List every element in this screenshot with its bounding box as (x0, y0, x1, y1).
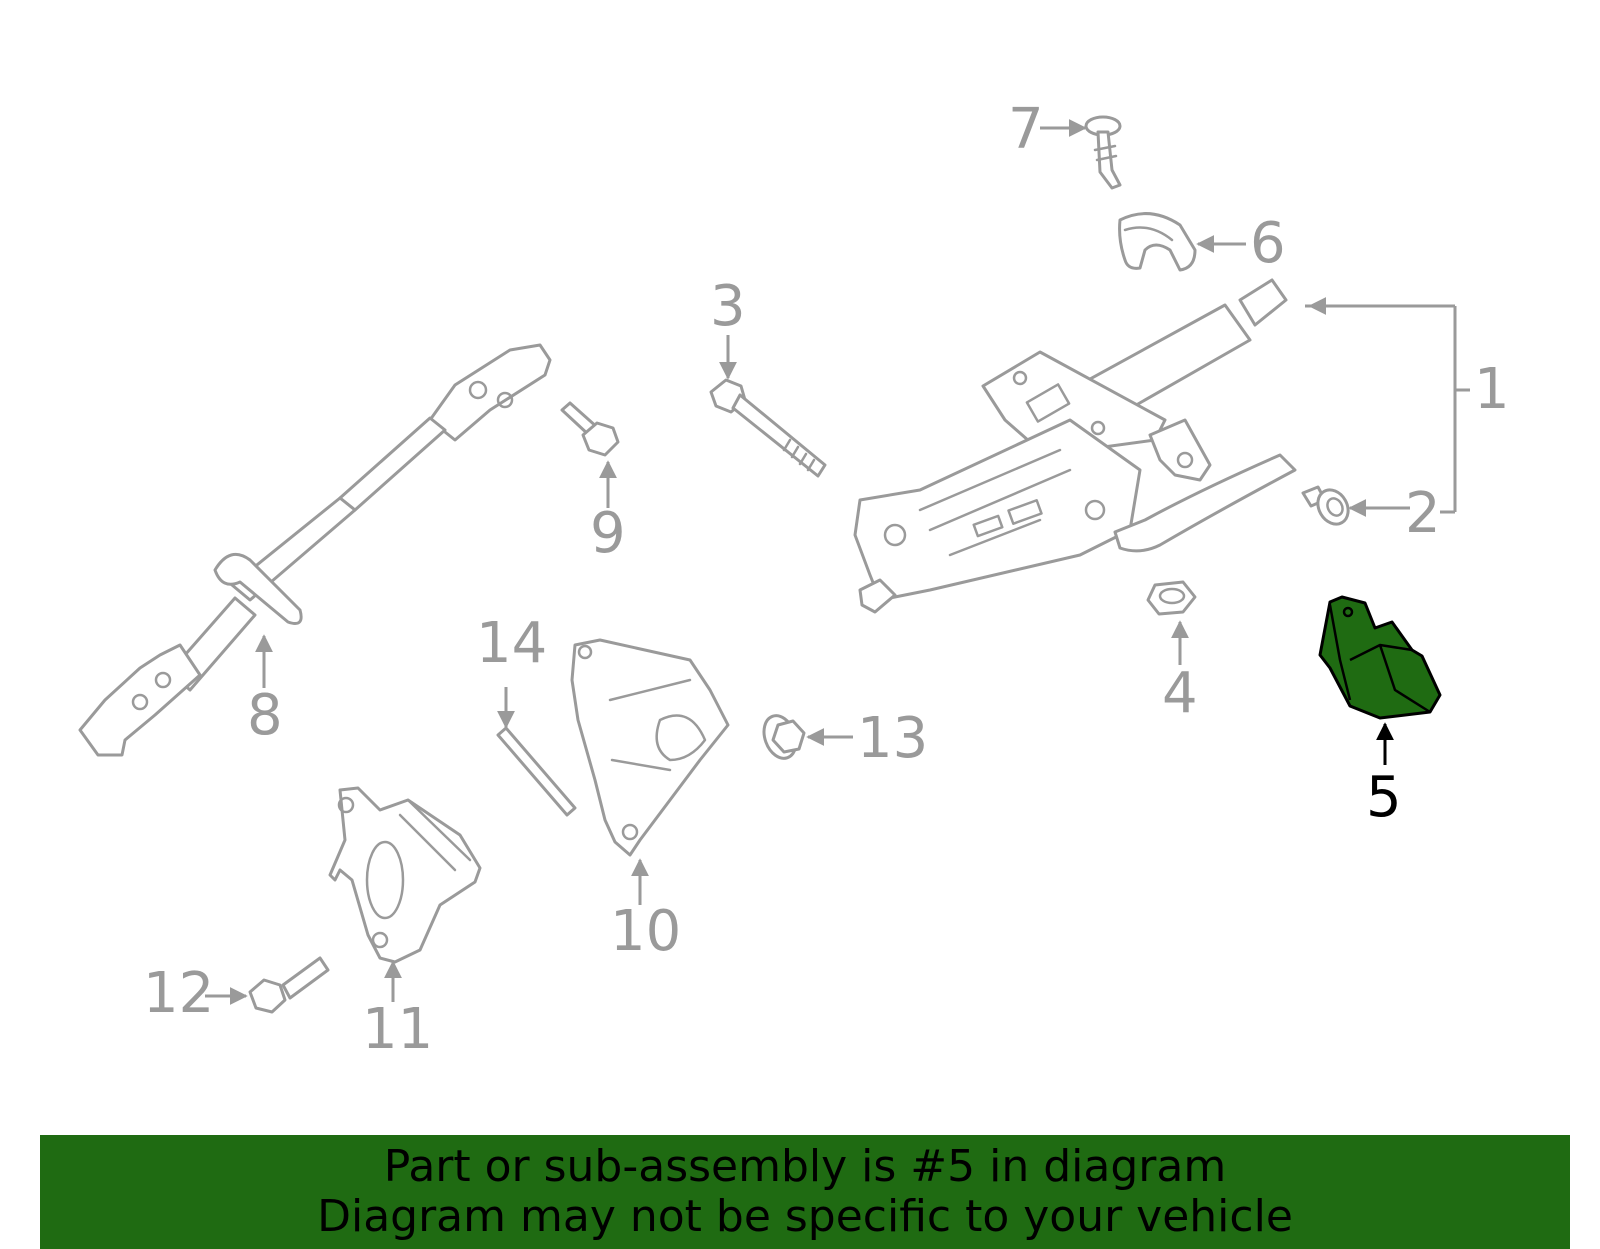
callout-10: 10 (610, 899, 681, 964)
callout-7: 7 (1008, 97, 1044, 162)
part-7-screw (1084, 115, 1122, 190)
callout-2: 2 (1405, 481, 1441, 546)
part-8-intermediate-shaft (78, 343, 552, 757)
part-13-nut (762, 714, 806, 760)
banner-line-1: Part or sub-assembly is #5 in diagram (383, 1141, 1227, 1192)
callout-1: 1 (1474, 357, 1510, 422)
callout-4: 4 (1162, 661, 1198, 726)
callout-labels: 1 2 3 4 5 6 7 8 9 10 11 12 13 14 (143, 97, 1510, 1062)
part-9-bolt (560, 401, 620, 457)
callout-3: 3 (710, 274, 746, 339)
callout-14: 14 (476, 611, 547, 676)
callout-leaders (205, 119, 1470, 1005)
part-6-clip (1118, 212, 1197, 272)
part-10-cover (570, 638, 730, 857)
part-11-boot (328, 786, 482, 964)
part-1-steering-column (853, 278, 1297, 614)
callout-8: 8 (247, 683, 283, 748)
part-2-bolt (1301, 485, 1350, 526)
callout-12: 12 (143, 961, 214, 1026)
callout-13: 13 (857, 706, 928, 771)
part-5-highlighted-module (1318, 595, 1442, 720)
callout-5: 5 (1366, 765, 1402, 830)
callout-6: 6 (1250, 211, 1286, 276)
callout-11: 11 (362, 997, 433, 1062)
info-banner: Part or sub-assembly is #5 in diagram Di… (40, 1135, 1570, 1249)
part-4-nut (1146, 580, 1197, 616)
part-14-seal (496, 726, 577, 817)
callout-9: 9 (590, 501, 626, 566)
banner-line-2: Diagram may not be specific to your vehi… (317, 1191, 1293, 1242)
part-3-bolt (709, 378, 827, 478)
part-12-bolt (248, 956, 330, 1014)
